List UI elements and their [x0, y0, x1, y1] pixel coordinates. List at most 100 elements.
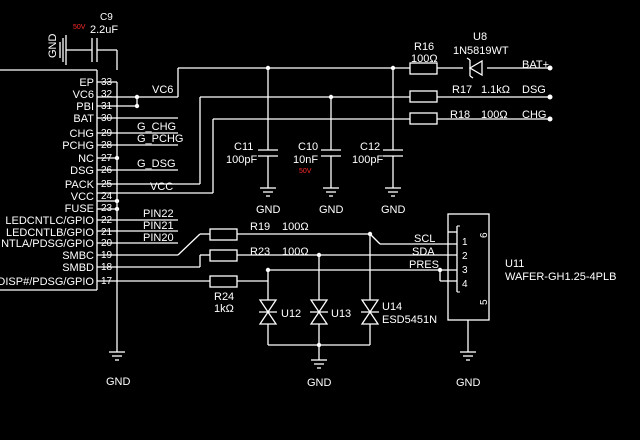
ic-pin-number: 32 — [101, 89, 113, 100]
u14-value: ESD5451N — [382, 314, 437, 326]
r23-ref: R23 — [250, 246, 270, 258]
ic-pin-name: VC6 — [73, 89, 94, 101]
c10-value: 10nF — [293, 154, 318, 166]
connector-pin-6: 6 — [479, 232, 490, 238]
gnd-label-c12: GND — [381, 204, 406, 216]
u11-value: WAFER-GH1.25-4PLB — [505, 271, 616, 283]
ic-pin-name: PBI — [76, 101, 94, 113]
esd-diode-u13 — [309, 255, 329, 345]
r18-value: 100Ω — [481, 109, 508, 121]
net-label-bat-plus: BAT+ — [522, 59, 549, 71]
net-label-vcc: VCC — [150, 181, 173, 193]
c9-value: 2.2uF — [90, 24, 118, 36]
r19-value: 100Ω — [282, 221, 309, 233]
u13-ref: U13 — [331, 308, 351, 320]
ic-pin-name: LEDCNTLB/GPIO — [6, 227, 94, 239]
u8-ref: U8 — [473, 31, 487, 43]
ic-pin-name: SMBD — [62, 262, 94, 274]
ic-body — [0, 69, 98, 291]
resistor-r24 — [209, 275, 238, 288]
connector-pin-2: 2 — [462, 251, 468, 262]
ic-pin-name: PCHG — [62, 140, 94, 152]
esd-diode-u14 — [360, 234, 380, 345]
net-label-pin22: PIN22 — [143, 208, 174, 220]
gnd-label-c11: GND — [256, 204, 281, 216]
capacitor-c9 — [59, 35, 118, 70]
capacitor-c12 — [383, 65, 403, 197]
u11-ref: U11 — [505, 258, 524, 270]
esd-ground-bus — [268, 342, 370, 369]
ic-pin-name: NC — [78, 153, 94, 165]
connector-u11 — [447, 213, 490, 361]
r24-ref: R24 — [214, 291, 234, 303]
ic-pin-number: 24 — [101, 191, 113, 202]
resistor-r17 — [409, 90, 438, 103]
connector-pin-3: 3 — [462, 265, 468, 276]
smbus-lines — [237, 231, 457, 282]
c12-value: 100pF — [352, 154, 383, 166]
r23-value: 100Ω — [282, 246, 309, 258]
net-label-vc6: VC6 — [152, 84, 173, 96]
c11-value: 100pF — [226, 154, 257, 166]
c9-ref: C9 — [100, 12, 113, 23]
gnd-label-ic: GND — [106, 376, 131, 388]
capacitor-c11 — [258, 65, 278, 197]
resistor-r16 — [409, 62, 438, 75]
u12-ref: U12 — [281, 308, 301, 320]
gnd-label-u11: GND — [456, 377, 481, 389]
ic-pin-name: DSG — [70, 165, 94, 177]
net-label-sda: SDA — [412, 246, 435, 258]
resistor-r23 — [209, 249, 238, 262]
connector-pin-4: 4 — [462, 279, 468, 290]
ic-pin-name: NTLA/PDSG/GPIO — [1, 238, 94, 250]
ic-pin-name: BAT — [73, 113, 94, 125]
ic-pin-name: PACK — [65, 179, 95, 191]
net-label-pin21: PIN21 — [143, 220, 174, 232]
net-label-scl: SCL — [414, 233, 435, 245]
dsg-rail — [437, 96, 550, 120]
u14-ref: U14 — [382, 301, 402, 313]
c10-ref: C10 — [298, 141, 318, 153]
r17-ref: R17 — [452, 84, 472, 96]
ic-pin-name: LEDCNTLC/GPIO — [5, 215, 94, 227]
net-label-g-dsg: G_DSG — [137, 158, 176, 170]
net-label-g-pchg: G_PCHG — [137, 133, 183, 145]
r16-ref: R16 — [414, 41, 434, 53]
gnd-label-esd: GND — [307, 377, 332, 389]
capacitor-c10 — [321, 94, 341, 197]
net-label-pin20: PIN20 — [143, 232, 174, 244]
gnd-symbol-ic — [109, 351, 125, 361]
ic-nets — [97, 68, 410, 352]
ic-pin-name: VCC — [71, 191, 94, 203]
ic-pin-name: EP — [79, 77, 94, 89]
esd-diode-u12 — [258, 281, 278, 345]
net-label-pres: PRES — [409, 259, 439, 271]
resistor-r18 — [409, 112, 438, 125]
c9-voltage: 50V — [73, 24, 86, 31]
ic-pin-name: FUSE — [65, 203, 94, 215]
net-label-dsg-out: DSG — [522, 84, 546, 96]
c12-ref: C12 — [360, 141, 380, 153]
diode-u8 — [466, 57, 483, 79]
gnd-label-c10: GND — [319, 204, 344, 216]
ic-pin-name: SMBC — [62, 250, 94, 262]
ic-pin-number: 21 — [101, 227, 113, 238]
r19-ref: R19 — [250, 221, 270, 233]
u8-value: 1N5819WT — [453, 45, 509, 57]
connector-pin-5: 5 — [479, 299, 490, 305]
connector-pin-1: 1 — [462, 237, 468, 248]
r16-value: 100Ω — [411, 53, 438, 65]
resistor-r19 — [209, 228, 238, 241]
c10-voltage: 50V — [299, 168, 312, 175]
net-label-g-chg: G_CHG — [137, 121, 176, 133]
r17-value: 1.1kΩ — [481, 84, 510, 96]
gnd-label-c9: GND — [47, 34, 59, 59]
r18-ref: R18 — [450, 109, 470, 121]
c11-ref: C11 — [234, 141, 253, 153]
net-label-chg-out: CHG — [522, 109, 546, 121]
ic-pin-name: DISP#/PDSG/GPIO — [0, 276, 94, 288]
r24-value: 1kΩ — [214, 303, 234, 315]
